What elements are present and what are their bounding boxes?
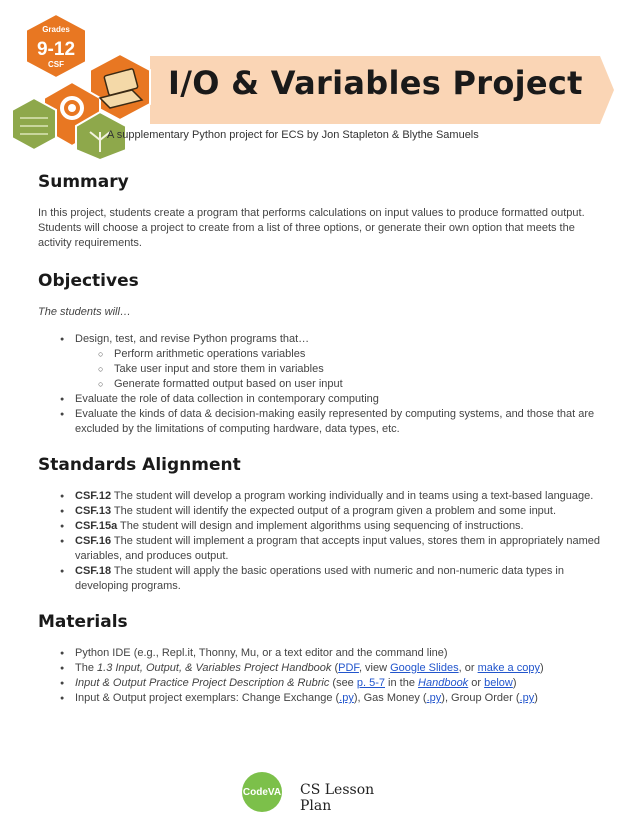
laptop-icon	[98, 68, 144, 109]
handbook-title: 1.3 Input, Output, & Variables Project H…	[97, 662, 332, 674]
badge-grades-label: Grades	[42, 25, 70, 34]
text-fragment: )	[512, 677, 517, 689]
list-item: Input & Output project exemplars: Change…	[38, 691, 606, 706]
summary-heading: Summary	[38, 172, 129, 192]
badge-course: CSF	[48, 60, 64, 69]
text-fragment: )	[534, 692, 538, 704]
standard-code: CSF.13	[75, 505, 112, 517]
footer: CodeVA CS Lesson Plan	[240, 770, 400, 816]
badge-grade-range: 9-12	[37, 39, 75, 60]
standard-code: CSF.18	[75, 565, 112, 577]
text-fragment: ), Group Order (	[441, 692, 520, 704]
text-fragment: )	[539, 662, 544, 674]
list-item: CSF.15a The student will design and impl…	[38, 519, 606, 534]
materials-heading: Materials	[38, 612, 128, 632]
page-subtitle: A supplementary Python project for ECS b…	[107, 129, 479, 141]
text-fragment: ), Gas Money (	[353, 692, 427, 704]
standard-code: CSF.16	[75, 535, 112, 547]
header-banner: Grades 9-12 CSF	[11, 12, 614, 160]
standard-text: The student will develop a program worki…	[111, 490, 594, 502]
list-item: Input & Output Practice Project Descript…	[38, 676, 606, 691]
rubric-title: Input & Output Practice Project Descript…	[75, 677, 330, 689]
below-link[interactable]: below	[484, 677, 513, 689]
text-fragment: , view	[358, 662, 391, 674]
grade-badge-hex	[25, 12, 87, 80]
list-item: Evaluate the role of data collection in …	[38, 392, 606, 407]
materials-list: Python IDE (e.g., Repl.it, Thonny, Mu, o…	[38, 646, 606, 706]
gas-money-py-link[interactable]: .py	[426, 692, 442, 704]
text-fragment: in the	[385, 677, 419, 689]
handbook-link[interactable]: Handbook	[418, 677, 469, 689]
circuit-icon	[20, 117, 48, 135]
text-fragment: , or	[458, 662, 478, 674]
google-slides-link[interactable]: Google Slides	[390, 662, 459, 674]
standard-text: The student will implement a program tha…	[75, 535, 601, 562]
list-item: Take user input and store them in variab…	[38, 362, 606, 377]
standards-list: CSF.12 The student will develop a progra…	[38, 489, 606, 594]
standard-code: CSF.12	[75, 490, 112, 502]
codeva-logo: CodeVA	[242, 772, 282, 812]
list-item: CSF.16 The student will implement a prog…	[38, 534, 606, 564]
text-fragment: Input & Output project exemplars: Change…	[75, 692, 340, 704]
list-item: CSF.18 The student will apply the basic …	[38, 564, 606, 594]
make-copy-link[interactable]: make a copy	[477, 662, 540, 674]
list-item: Perform arithmetic operations variables	[38, 347, 606, 362]
list-item: CSF.12 The student will develop a progra…	[38, 489, 606, 504]
standards-heading: Standards Alignment	[38, 455, 241, 475]
standard-text: The student will identify the expected o…	[111, 505, 557, 517]
list-item: Evaluate the kinds of data & decision-ma…	[38, 407, 606, 437]
objective-1: Design, test, and revise Python programs…	[75, 333, 310, 345]
list-item: CSF.13 The student will identify the exp…	[38, 504, 606, 519]
list-item: The 1.3 Input, Output, & Variables Proje…	[38, 661, 606, 676]
summary-text: In this project, students create a progr…	[38, 207, 585, 249]
standard-text: The student will design and implement al…	[117, 520, 524, 532]
text-fragment: or	[468, 677, 485, 689]
tree-icon	[89, 131, 111, 152]
list-item: Python IDE (e.g., Repl.it, Thonny, Mu, o…	[38, 646, 606, 661]
text-fragment: (	[331, 662, 339, 674]
footer-label: CS Lesson Plan	[300, 782, 375, 814]
objectives-list: Design, test, and revise Python programs…	[38, 332, 606, 437]
pages-link[interactable]: p. 5-7	[356, 677, 385, 689]
page-title: I/O & Variables Project	[168, 64, 583, 102]
header: Grades 9-12 CSF I/O & Variables Project …	[0, 0, 640, 160]
standard-code: CSF.15a	[75, 520, 118, 532]
change-exchange-py-link[interactable]: .py	[339, 692, 354, 704]
title-banner-shape	[150, 56, 614, 124]
list-item: Design, test, and revise Python programs…	[38, 332, 606, 392]
objectives-heading: Objectives	[38, 271, 139, 291]
group-order-py-link[interactable]: .py	[519, 692, 535, 704]
main-content: Summary In this project, students create…	[38, 172, 606, 706]
text-fragment: The	[75, 662, 98, 674]
pdf-link[interactable]: PDF	[338, 662, 359, 674]
list-item: Generate formatted output based on user …	[38, 377, 606, 392]
gear-icon	[60, 96, 84, 120]
text-fragment: (see	[329, 677, 357, 689]
circuit-hex	[11, 96, 57, 152]
objectives-sublist: Perform arithmetic operations variables …	[38, 347, 606, 392]
objectives-intro: The students will…	[38, 306, 131, 318]
standard-text: The student will apply the basic operati…	[75, 565, 564, 592]
